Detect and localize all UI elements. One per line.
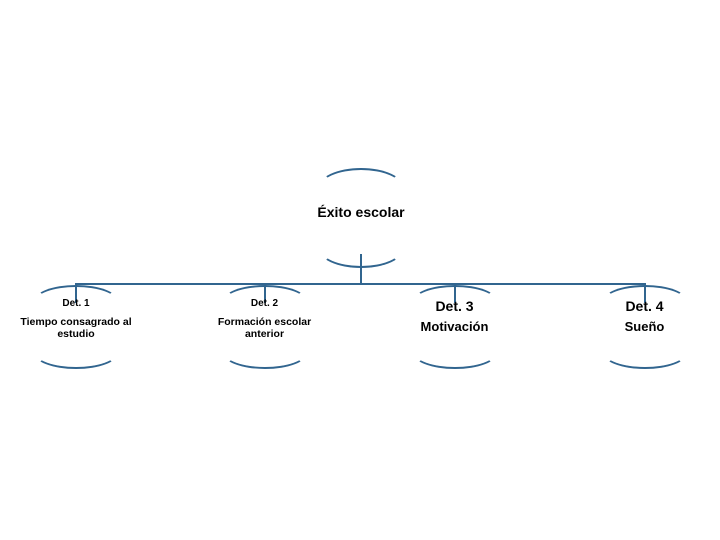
det-1-title: Det. 1 xyxy=(62,298,90,309)
det-3-arc-top xyxy=(412,285,498,319)
det-2-arc-top xyxy=(222,285,308,319)
root-arc-top xyxy=(318,168,404,208)
det-4-text: Sueño xyxy=(624,319,665,335)
det-3-node: Det. 3 Motivación xyxy=(387,298,522,335)
det-1-node: Det. 1 Tiempo consagrado al estudio xyxy=(6,298,146,340)
det-3-arc-bottom xyxy=(412,335,498,369)
connector-horizontal-bus xyxy=(75,283,645,285)
det-4-arc-top xyxy=(602,285,688,319)
det-1-arc-top xyxy=(33,285,119,319)
det-3-text: Motivación xyxy=(420,319,489,335)
det-2-node: Det. 2 Formación escolar anterior xyxy=(197,298,332,340)
det-1-arc-bottom xyxy=(33,335,119,369)
det-3-title: Det. 3 xyxy=(435,298,474,314)
det-2-arc-bottom xyxy=(222,335,308,369)
connector-root-stem xyxy=(360,254,362,284)
det-2-title: Det. 2 xyxy=(250,298,279,309)
det-1-text: Tiempo consagrado al estudio xyxy=(20,315,132,340)
det-4-node: Det. 4 Sueño xyxy=(577,298,712,335)
root-node-label: Éxito escolar xyxy=(317,204,405,220)
det-2-text: Formación escolar anterior xyxy=(217,315,312,340)
det-4-title: Det. 4 xyxy=(625,298,664,314)
det-4-arc-bottom xyxy=(602,335,688,369)
